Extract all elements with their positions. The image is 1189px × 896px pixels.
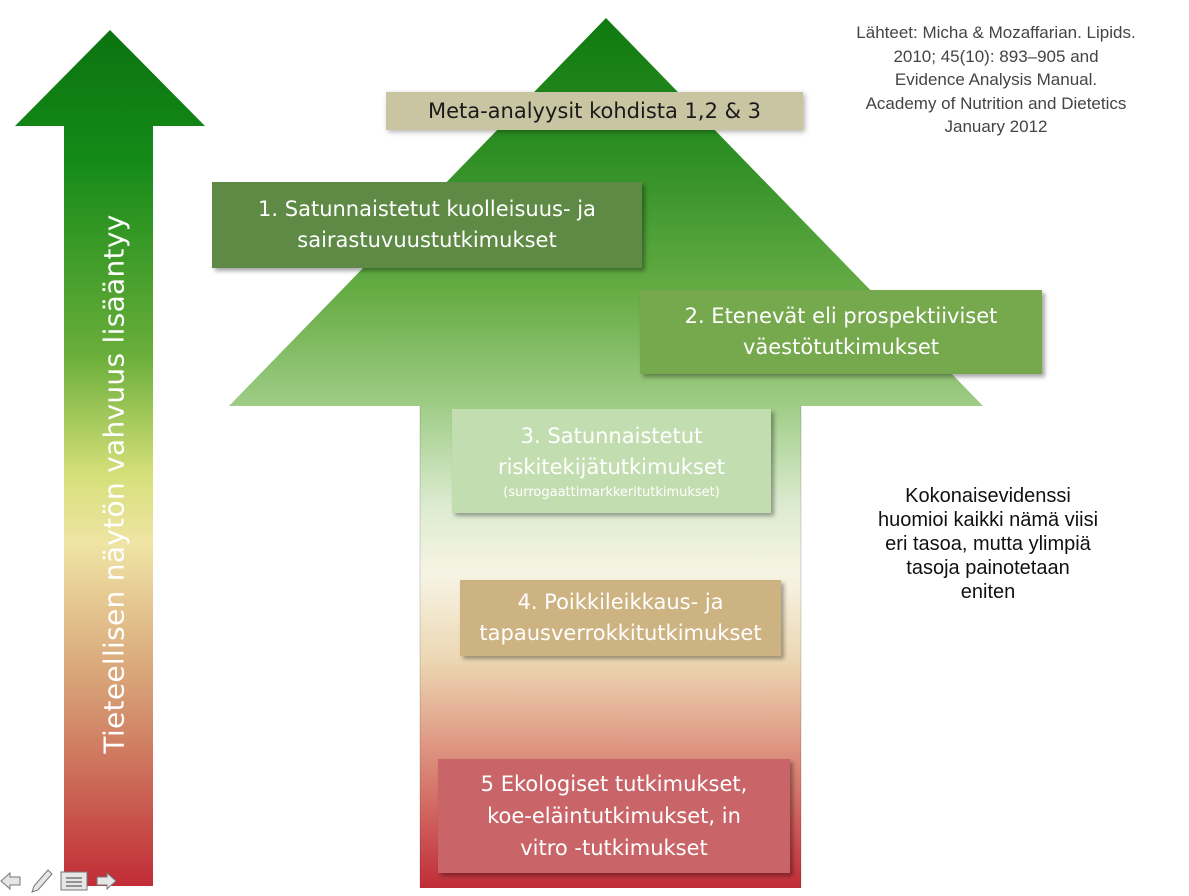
back-arrow-icon[interactable] xyxy=(0,871,22,891)
sources-text: Lähteet: Micha & Mozaffarian. Lipids. 20… xyxy=(856,23,1136,136)
level-3-box: 3. Satunnaistetut riskitekijätutkimukset… xyxy=(452,409,771,513)
meta-analysis-box: Meta-analyysit kohdista 1,2 & 3 xyxy=(386,92,803,130)
level-4-box: 4. Poikkileikkaus- ja tapausverrokkitutk… xyxy=(460,580,781,656)
evidence-strength-arrow xyxy=(15,30,205,886)
pen-icon[interactable] xyxy=(30,868,54,894)
level-5-box: 5 Ekologiset tutkimukset, koe-eläintutki… xyxy=(438,759,790,873)
menu-icon[interactable] xyxy=(60,871,88,891)
level-3-subtext: (surrogaattimarkkeritutkimukset) xyxy=(503,484,720,500)
slide-nav-controls xyxy=(0,866,125,896)
forward-arrow-icon[interactable] xyxy=(95,871,117,891)
level-2-box: 2. Etenevät eli prospektiiviset väestötu… xyxy=(640,290,1042,374)
level-1-box: 1. Satunnaistetut kuolleisuus- ja sairas… xyxy=(212,182,642,268)
summary-text: Kokonaisevidenssi huomioi kaikki nämä vi… xyxy=(877,485,1099,603)
